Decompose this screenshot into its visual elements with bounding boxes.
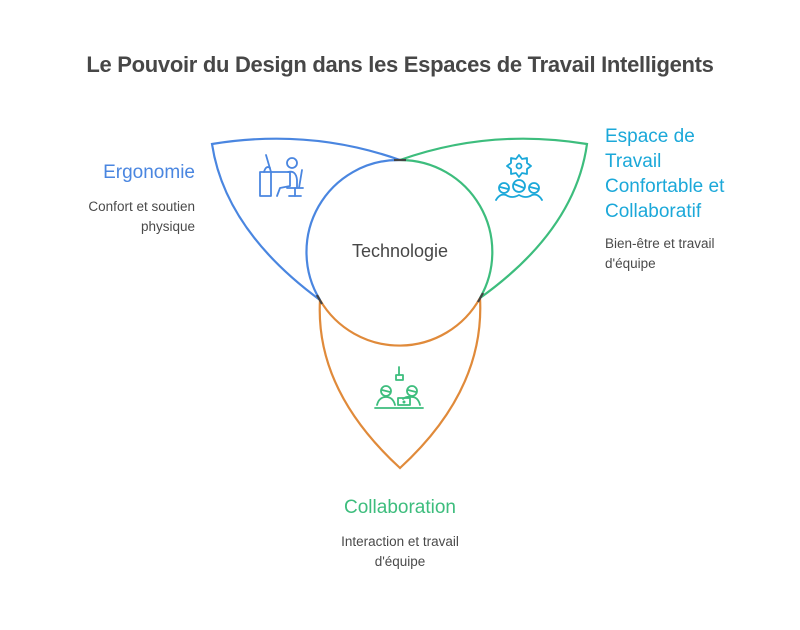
person-at-desk-icon — [259, 154, 304, 197]
espace-title-line-4: Collaboratif — [605, 201, 702, 222]
collaboration-title: Collaboration — [344, 497, 456, 518]
ergonomie-title: Ergonomie — [103, 162, 195, 183]
circle-arc-green — [399, 158, 494, 299]
espace-title-line-1: Espace de — [605, 126, 695, 147]
petal-ergonomie — [210, 137, 401, 301]
meeting-laptop-icon — [374, 366, 424, 409]
ergonomie-desc-line-2: physique — [140, 219, 195, 234]
junction-right — [477, 292, 484, 303]
circle-arc-blue — [305, 158, 401, 301]
ergonomie-desc-line-1: Confort et soutien — [88, 199, 195, 214]
center-label: Technologie — [351, 241, 449, 261]
espace-desc-line-1: Bien-être et travail — [605, 236, 715, 251]
collaboration-desc-line-2: d'équipe — [374, 554, 426, 569]
team-gear-icon — [495, 154, 543, 201]
espace-desc-line-2: d'équipe — [605, 256, 656, 271]
espace-title-line-2: Travail — [605, 151, 662, 172]
espace-title: Espace de Travail Confortable et Collabo… — [605, 124, 785, 224]
page-title: Le Pouvoir du Design dans les Espaces de… — [86, 52, 714, 77]
espace-title-line-3: Confortable et — [605, 176, 725, 197]
petal-collaboration — [318, 297, 482, 470]
junction-left — [316, 294, 323, 305]
circle-arc-orange — [319, 297, 481, 347]
petal-espace — [399, 137, 589, 299]
ergonomie-description: Confort et soutien physique — [35, 197, 195, 237]
espace-description: Bien-être et travail d'équipe — [605, 234, 785, 274]
collaboration-desc-line-1: Interaction et travail — [341, 534, 459, 549]
collaboration-description: Interaction et travail d'équipe — [290, 532, 510, 572]
